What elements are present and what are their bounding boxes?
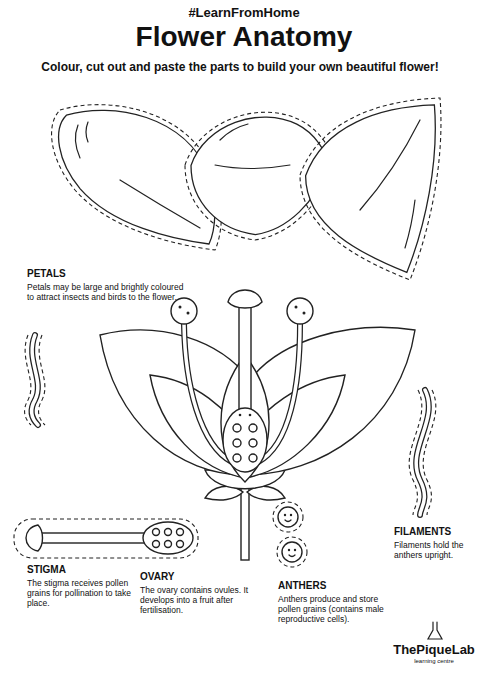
- anther: [287, 298, 313, 324]
- part-heading: OVARY: [140, 571, 240, 583]
- filament-right-fill: [416, 390, 429, 515]
- filament-right: [416, 390, 429, 515]
- instructions: Colour, cut out and paste the parts to b…: [5, 60, 475, 74]
- hashtag: #LearnFromHome: [4, 5, 480, 21]
- logo-flask: [428, 622, 442, 639]
- text-holder: #LearnFromHome: [4, 5, 480, 21]
- face-smile: [289, 555, 295, 557]
- style-piece: [36, 533, 148, 543]
- filament-left: [32, 335, 38, 425]
- face-eye: [290, 514, 292, 516]
- face-eye: [239, 414, 242, 417]
- petal-vein: [360, 120, 420, 210]
- text-holder: The stigma receives pollen grains for po…: [27, 578, 135, 609]
- text-holder: Colour, cut out and paste the parts to b…: [5, 60, 475, 74]
- face-eye: [288, 549, 290, 551]
- stigma-cutout: [14, 519, 198, 558]
- face-eye: [294, 549, 296, 551]
- page-title: Flower Anatomy: [4, 20, 480, 54]
- logo-text: ThePiqueLab: [392, 642, 476, 658]
- pollen-dot: [295, 306, 298, 309]
- logo-tagline: learning centre: [392, 658, 476, 665]
- ovule: [249, 439, 257, 447]
- petal-cutouts: [52, 98, 441, 280]
- text-holder: Petals may be large and brightly coloure…: [27, 282, 192, 302]
- ovule: [177, 541, 184, 548]
- ovule: [177, 529, 184, 536]
- part-description: The stigma receives pollen grains for po…: [27, 578, 135, 609]
- part-description: Anthers produce and store pollen grains …: [278, 594, 400, 625]
- filament-left-fill: [32, 335, 38, 425]
- ovule: [165, 541, 172, 548]
- text-holder: FILAMENTS: [394, 526, 474, 538]
- text-holder: Filaments hold the anthers upright.: [394, 540, 474, 560]
- petal-vein: [75, 125, 80, 158]
- petal-vein: [86, 122, 88, 142]
- text-holder: The ovary contains ovules. It develops i…: [140, 585, 250, 616]
- face-eye: [284, 514, 286, 516]
- ovule: [165, 529, 172, 536]
- stigma: [228, 290, 262, 308]
- stigma-cut-line: [14, 519, 198, 558]
- part-heading: ANTHERS: [278, 580, 388, 592]
- face-eye: [249, 414, 252, 417]
- stigma-piece: [26, 525, 43, 551]
- ovule: [249, 424, 257, 432]
- petal-right: [306, 105, 436, 272]
- part-description: Filaments hold the anthers upright.: [394, 540, 474, 560]
- text-holder: PETALS: [27, 268, 147, 280]
- ovule: [233, 424, 241, 432]
- part-description: Petals may be large and brightly coloure…: [27, 282, 192, 302]
- text-holder: ThePiqueLab: [392, 642, 476, 658]
- ovule: [233, 454, 241, 462]
- anther-cut-line: [273, 502, 303, 532]
- pollen-dot: [179, 306, 182, 309]
- pollen-dot: [187, 312, 190, 315]
- face-smile: [285, 520, 291, 522]
- petal-vein: [215, 165, 290, 169]
- stem: [241, 488, 249, 560]
- anther-piece: [282, 542, 302, 562]
- petal-cut-line: [300, 98, 441, 280]
- part-heading: PETALS: [27, 268, 147, 280]
- ovule: [153, 541, 160, 548]
- style: [239, 300, 251, 412]
- ovule: [153, 529, 160, 536]
- text-holder: STIGMA: [27, 564, 127, 576]
- part-description: The ovary contains ovules. It develops i…: [140, 585, 250, 616]
- text-holder: learning centre: [392, 658, 476, 665]
- text-holder: ANTHERS: [278, 580, 388, 592]
- text-holder: OVARY: [140, 571, 240, 583]
- petal-vein: [220, 124, 248, 140]
- part-heading: STIGMA: [27, 564, 127, 576]
- text-holder: Flower Anatomy: [4, 20, 480, 54]
- text-holder: Anthers produce and store pollen grains …: [278, 594, 400, 625]
- anther-cut-line: [277, 537, 307, 567]
- anther-piece: [278, 507, 298, 527]
- ovule: [249, 454, 257, 462]
- ovule: [233, 439, 241, 447]
- ovary-piece: [143, 522, 193, 554]
- pollen-dot: [303, 312, 306, 315]
- ovary: [223, 408, 267, 472]
- part-heading: FILAMENTS: [394, 526, 474, 538]
- anther-cutouts: [273, 502, 307, 567]
- petal-vein: [405, 200, 415, 248]
